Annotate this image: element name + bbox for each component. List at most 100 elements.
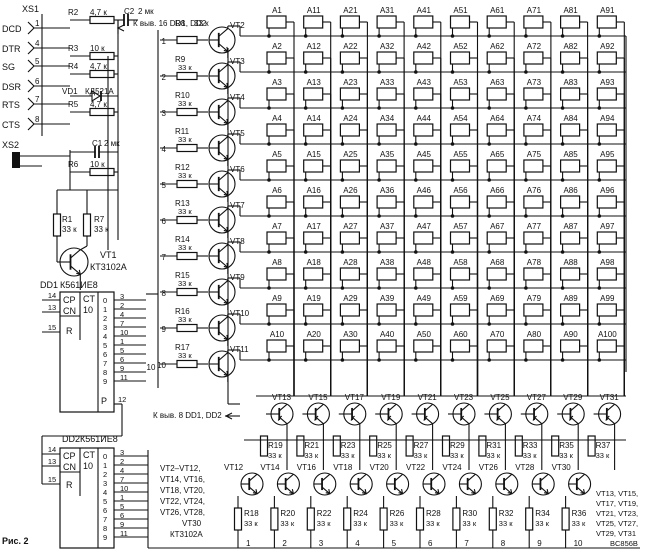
resistor-value: 4,7 к [90,8,107,17]
relay-coil [523,267,544,281]
relay-label: A39 [380,294,395,303]
pin-number: 10 [120,484,128,493]
relay-label: A55 [453,150,468,159]
resistor-value: 33 к [426,519,440,528]
resistor-value: 33 к [317,519,331,528]
relay-label: A14 [307,114,322,123]
capacitor-label: C1 [92,139,103,148]
resistor-body [89,69,115,79]
relay-coil [376,123,397,137]
chip-part: К561ИЕ8 [60,280,98,290]
relay-coil [303,339,324,353]
output-label: 9 [103,377,107,386]
resistor-value: 33 к [268,451,282,460]
relay-cell: A36 [376,186,405,396]
relay-label: A16 [307,186,322,195]
junction-dot [340,106,345,110]
resistor-label: R25 [377,441,392,450]
relay-coil [413,159,434,173]
output-label: 4 [103,488,107,497]
resistor-value: 33 к [535,519,549,528]
output-label: 1 [103,461,107,470]
relay-label: A20 [307,330,322,339]
junction-dot [597,286,602,290]
resistor-body [405,435,414,457]
resistor-body [525,507,534,531]
pin-number: 8 [35,115,40,124]
pin-number: 14 [48,445,56,454]
junction-dot [414,286,418,290]
relay-coil [376,195,397,209]
relay-cell: A70 [486,330,515,396]
relay-label: A28 [343,258,358,267]
relay-label: A92 [600,42,615,51]
resistor-body [551,435,560,457]
resistor-value: 33 к [353,519,367,528]
figure-caption: Рис. 2 [2,536,29,546]
relay-cell: A20 [303,330,332,396]
relay-coil [266,195,287,209]
pin-number: 7 [120,319,124,328]
relay-label: A32 [380,42,395,51]
relay-coil [376,159,397,173]
resistor-label: R1 [62,215,73,224]
transistor-label: VT20 [370,463,390,472]
chip-name: DD2 [62,434,80,444]
junction-dot [487,70,492,74]
relay-label: A64 [490,114,505,123]
transistor-label: VT19 [381,393,401,402]
relay-label: A34 [380,114,395,123]
relay-coil [523,231,544,245]
pin-name: DTR [2,44,21,54]
row-number: 10 [157,361,166,370]
relay-label: A45 [417,150,432,159]
resistor-label: R14 [175,235,190,244]
junction-dot [487,142,492,146]
note-line: VT2–VT12, [160,464,200,473]
relay-label: A7 [272,222,282,231]
relay-coil [449,15,471,29]
relay-coil [486,267,507,281]
resistor-value: 33 к [178,243,192,252]
resistor-value: 33 к [414,451,428,460]
junction-dot [414,178,418,182]
resistor-body [52,213,62,237]
note-line: VT18, VT20, [160,486,205,495]
relay-coil [376,267,397,281]
junction-dot [377,142,381,146]
resistor-label: R11 [175,127,190,136]
relay-coil [303,195,324,209]
relay-coil [266,339,287,353]
relay-label: A13 [307,78,322,87]
resistor-value: 33 к [462,519,476,528]
relay-cell: A56 [449,186,479,396]
junction-dot [450,322,455,326]
relay-cell: A78 [523,258,552,396]
relay-coil [339,303,360,317]
note-line: VT21, VT23, [596,509,638,518]
relay-coil [303,123,324,137]
relay-coil [266,15,287,29]
relay-label: A84 [563,114,578,123]
relay-label: A71 [527,6,542,15]
relay-cell: A60 [449,330,479,396]
relay-coil [596,15,617,29]
junction-dot [487,106,492,110]
junction-dot [560,250,565,254]
pin-number: 4 [120,466,124,475]
junction-dot [560,358,565,362]
row-number: 5 [162,181,167,190]
relay-coil [449,123,471,137]
resistor-label: R23 [341,441,356,450]
output-label: 8 [103,524,107,533]
relay-coil [266,303,287,317]
column-number: 1 [246,539,251,548]
relay-coil [339,159,360,173]
relay-coil [596,87,617,101]
